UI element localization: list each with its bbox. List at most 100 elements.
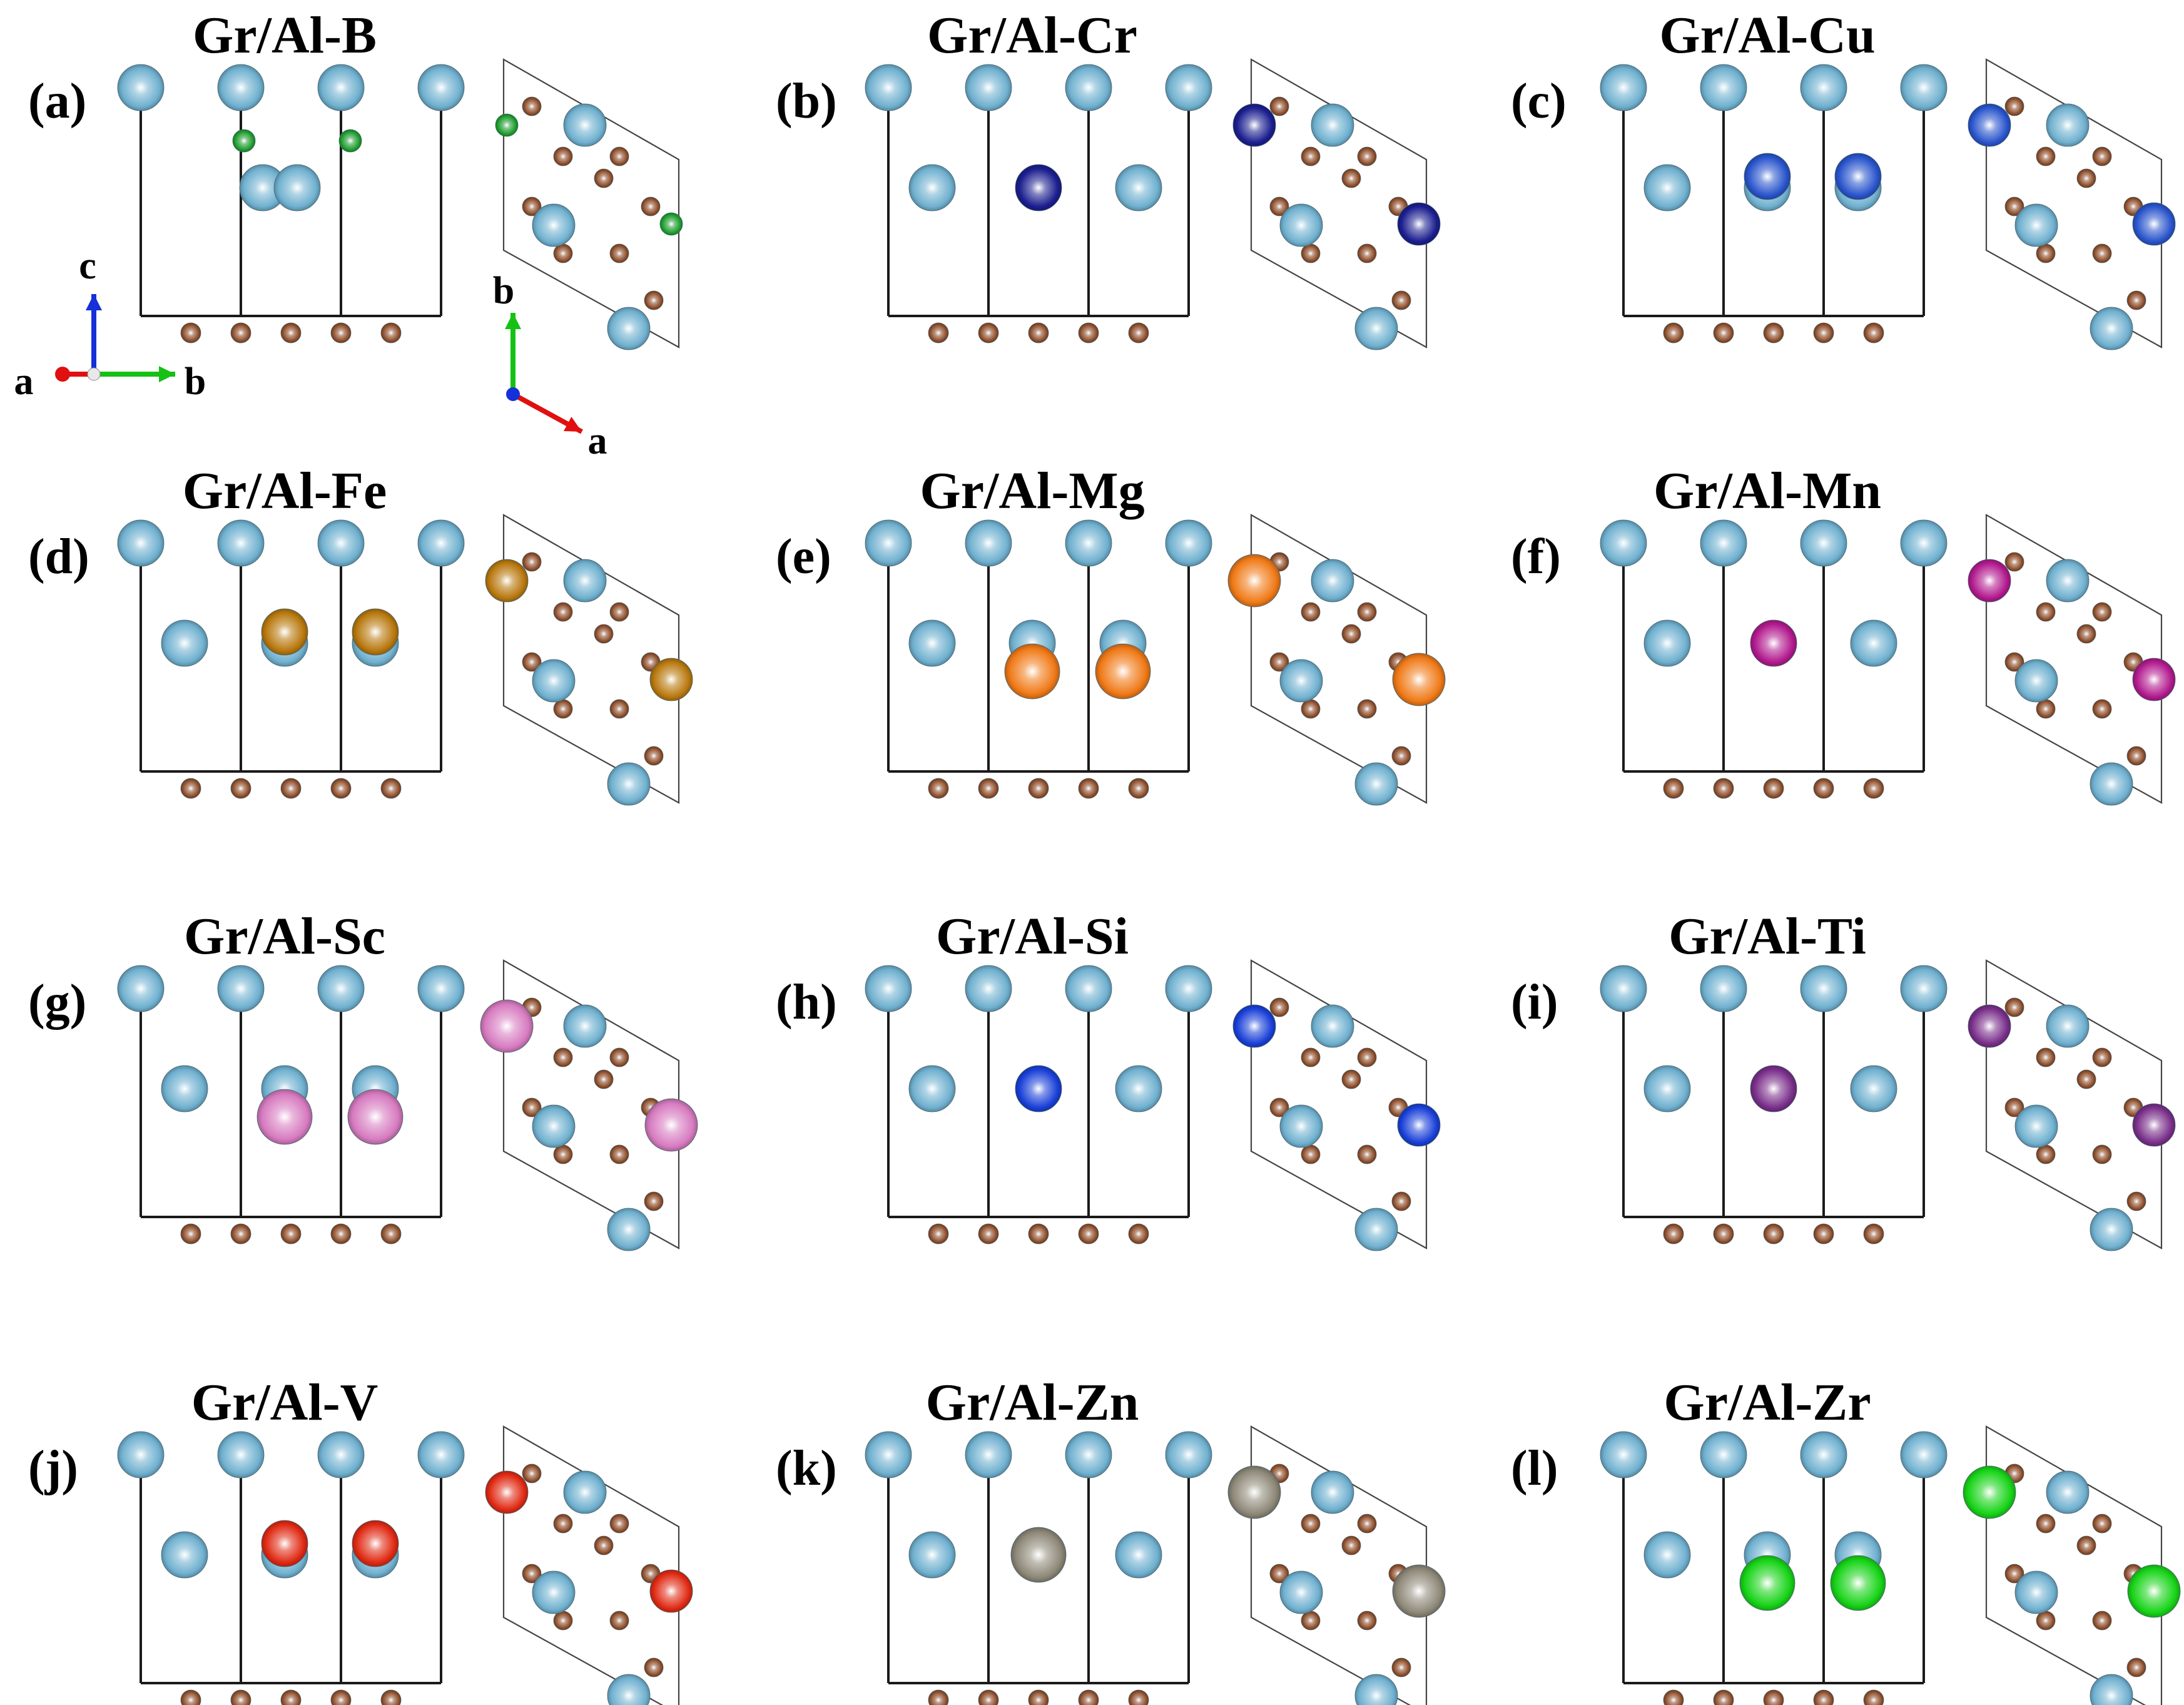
carbon-atom — [1357, 1047, 1377, 1067]
carbon-atom — [928, 778, 949, 799]
al-atom-top — [217, 965, 265, 1012]
panel-V: Gr/Al-V(j) — [28, 1373, 693, 1705]
al-atom-top — [1600, 1431, 1647, 1479]
carbon-atom — [1663, 322, 1684, 344]
carbon-atom — [2092, 1514, 2112, 1534]
carbon-atom — [928, 322, 949, 344]
dopant-atom — [1750, 1065, 1797, 1112]
carbon-atom — [1128, 1223, 1149, 1244]
carbon-atom — [609, 243, 629, 263]
al-atom — [1311, 1470, 1354, 1514]
carbon-atom — [553, 146, 573, 166]
carbon-atom — [1301, 1611, 1321, 1631]
carbon-atom — [2126, 1657, 2146, 1677]
panel-title: Gr/Al-Mn — [1653, 462, 1881, 520]
carbon-atom — [978, 778, 999, 799]
al-atom-top — [1600, 965, 1647, 1012]
carbon-atom — [330, 322, 352, 344]
carbon-atom — [1713, 778, 1734, 799]
carbon-atom — [522, 552, 542, 572]
carbon-atom — [1301, 1514, 1321, 1534]
carbon-atom — [2004, 552, 2024, 572]
dopant-atom — [1968, 559, 2011, 603]
carbon-atom — [1357, 1144, 1377, 1164]
panel-title: Gr/Al-Cr — [927, 6, 1137, 64]
carbon-atom — [230, 322, 251, 344]
carbon-atom — [1301, 146, 1321, 166]
carbon-atom — [1357, 699, 1377, 719]
al-atom-top — [865, 1431, 912, 1479]
al-atom — [607, 1674, 651, 1705]
panel-title: Gr/Al-Fe — [183, 462, 387, 520]
al-atom-top — [1165, 519, 1212, 567]
dopant-atom — [352, 1520, 399, 1567]
axis-c-arrow-head — [86, 294, 102, 310]
dopant-atom — [1397, 202, 1441, 246]
carbon-atom — [1301, 1047, 1321, 1067]
carbon-atom — [230, 1223, 251, 1244]
al-atom-top — [1165, 965, 1212, 1012]
carbon-atom — [1713, 1223, 1734, 1244]
al-atom-top — [217, 519, 265, 567]
dopant-atom — [1227, 1465, 1281, 1519]
dopant-atom — [1744, 153, 1791, 200]
panel-label: (e) — [776, 529, 831, 584]
al-atom — [2046, 1470, 2090, 1514]
carbon-atom — [609, 699, 629, 719]
top-view-cell — [502, 514, 680, 804]
dopant-atom — [649, 1569, 693, 1613]
al-atom — [532, 1104, 576, 1148]
al-atom — [2014, 1104, 2058, 1148]
al-atom-mid — [273, 164, 321, 211]
panel-title: Gr/Al-Cu — [1659, 6, 1875, 64]
al-atom — [2090, 762, 2133, 806]
panel-label: (a) — [28, 74, 86, 129]
top-view-cell — [502, 959, 680, 1249]
al-atom — [1311, 103, 1354, 147]
axis-c-label: c — [79, 245, 96, 287]
al-atom — [1311, 559, 1354, 603]
carbon-atom — [1269, 196, 1289, 216]
carbon-atom — [2076, 168, 2096, 188]
al-atom-mid — [161, 619, 208, 667]
al-atom — [563, 1470, 607, 1514]
carbon-atom — [1863, 1223, 1884, 1244]
carbon-atom — [1391, 1191, 1411, 1211]
panel-label: (k) — [776, 1441, 837, 1496]
carbon-atom — [2036, 1047, 2056, 1067]
dopant-atom — [495, 113, 519, 137]
carbon-atom — [1341, 624, 1361, 644]
panel-Sc: Gr/Al-Sc(g) — [28, 907, 698, 1251]
al-atom-top — [1900, 64, 1948, 111]
al-atom — [2090, 307, 2133, 350]
carbon-atom — [1301, 243, 1321, 263]
dopant-atom — [1095, 643, 1151, 700]
carbon-atom — [553, 1514, 573, 1534]
carbon-atom — [522, 196, 542, 216]
al-atom-top — [1065, 1431, 1112, 1479]
al-atom-top — [317, 1431, 365, 1479]
carbon-atom — [2092, 146, 2112, 166]
top-view-cell — [1985, 959, 2163, 1249]
al-atom-top — [1800, 64, 1847, 111]
carbon-atom — [2092, 1047, 2112, 1067]
carbon-atom — [609, 146, 629, 166]
al-atom-top — [1065, 64, 1112, 111]
carbon-atom — [1863, 1689, 1884, 1705]
dopant-atom — [256, 1089, 313, 1145]
carbon-atom — [644, 1191, 664, 1211]
carbon-atom — [522, 96, 542, 116]
axis-top-b-label: b — [493, 270, 514, 312]
carbon-atom — [1357, 1611, 1377, 1631]
carbon-atom — [2036, 1144, 2056, 1164]
carbon-atom — [1357, 243, 1377, 263]
dopant-atom — [1232, 103, 1276, 147]
carbon-atom — [594, 1069, 614, 1089]
carbon-atom — [553, 1611, 573, 1631]
axis-origin — [87, 367, 101, 381]
al-atom — [1354, 762, 1398, 806]
carbon-atom — [2092, 1611, 2112, 1631]
al-atom-top — [417, 64, 465, 111]
carbon-atom — [644, 746, 664, 766]
